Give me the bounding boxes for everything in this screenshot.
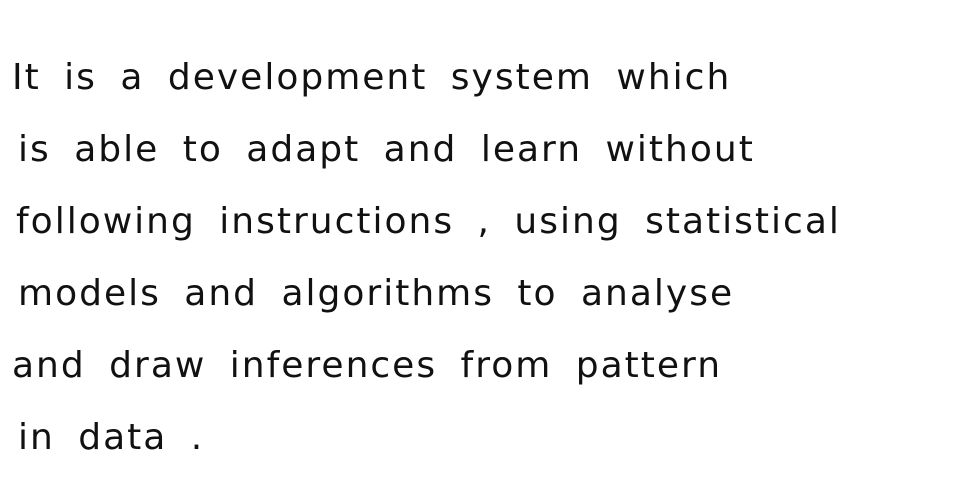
note-line-2: is able to adapt and learn without	[18, 129, 755, 170]
note-line-3: following instructions , using statistic…	[16, 201, 841, 242]
note-line-6: in data .	[18, 417, 205, 458]
note-line-1: It is a development system which	[12, 57, 732, 98]
handwritten-paragraph: It is a development system which is able…	[12, 42, 962, 474]
note-line-5: and draw inferences from pattern	[12, 345, 723, 386]
note-line-4: models and algorithms to analyse	[18, 273, 735, 314]
